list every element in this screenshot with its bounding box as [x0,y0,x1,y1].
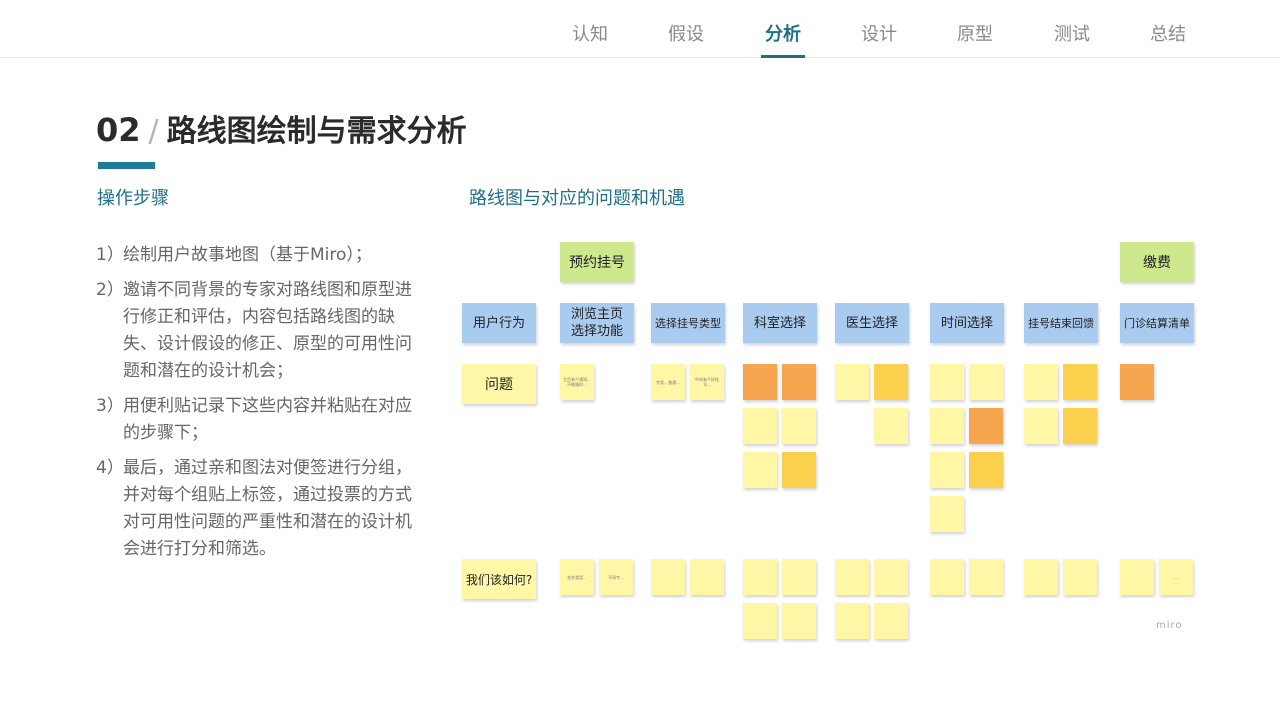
step-item: 3）用便利贴记录下这些内容并粘贴在对应的步骤下； [96,393,416,447]
step-item: 2）邀请不同背景的专家对路线图和原型进行修正和评估，内容包括路线图的缺失、设计假… [96,277,416,385]
sticky-note [969,452,1003,488]
sticky-note [930,408,964,444]
tab-testing[interactable]: 测试 [1054,24,1090,45]
sticky-note [1063,559,1097,595]
sticky-note [690,559,724,595]
sticky-note: 不同专... [599,559,633,595]
column-time: 时间选择 [930,303,1004,343]
tab-design[interactable]: 设计 [861,24,897,45]
sticky-note [1120,364,1154,400]
row-label-problem: 问题 [462,364,536,404]
tab-cognition[interactable]: 认知 [572,24,608,45]
phase-label-payment: 缴费 [1120,242,1194,282]
step-number: 4） [96,458,124,478]
sticky-note [1024,364,1058,400]
sticky-note [874,408,908,444]
step-text: 用便利贴记录下这些内容并粘贴在对应的步骤下； [123,396,412,443]
sticky-note: 中间有个好挂号... [690,364,724,400]
sticky-note [1063,408,1097,444]
sticky-note [835,603,869,639]
sticky-note [782,452,816,488]
sticky-note [874,603,908,639]
row-label-how-might-we: 我们该如何? [462,559,536,599]
step-text: 邀请不同背景的专家对路线图和原型进行修正和评估，内容包括路线图的缺失、设计假设的… [123,280,412,381]
title-slash: / [148,114,159,149]
sticky-note [874,559,908,595]
step-text: 绘制用户故事地图（基于Miro）； [123,245,372,265]
miro-watermark: miro [1156,620,1183,631]
top-navigation: 认知 假设 分析 设计 原型 测试 总结 [0,0,1280,58]
sticky-note: 专家，普通... [651,364,685,400]
sticky-note [782,408,816,444]
sticky-note [930,496,964,532]
step-item: 1）绘制用户故事地图（基于Miro）； [96,242,416,269]
step-number: 2） [96,280,124,300]
sticky-note [782,559,816,595]
column-bill: 门诊结算清单 [1120,303,1194,343]
sticky-note [743,364,777,400]
sticky-note [930,559,964,595]
tab-analysis[interactable]: 分析 [753,20,813,58]
tab-summary[interactable]: 总结 [1150,24,1186,45]
step-number: 3） [96,396,124,416]
sticky-note [782,603,816,639]
sticky-note: 合并类型... [560,559,594,595]
title-accent-bar [98,162,155,169]
sticky-note [1024,559,1058,595]
tab-hypothesis[interactable]: 假设 [668,24,704,45]
step-text: 最后，通过亲和图法对便签进行分组，并对每个组贴上标签，通过投票的方式对可用性问题… [123,458,412,559]
sticky-note [930,364,964,400]
sticky-note [651,559,685,595]
sticky-note [743,603,777,639]
step-item: 4）最后，通过亲和图法对便签进行分组，并对每个组贴上标签，通过投票的方式对可用性… [96,455,416,563]
sticky-note [743,559,777,595]
sticky-note [1063,364,1097,400]
sticky-note [969,364,1003,400]
steps-list: 1）绘制用户故事地图（基于Miro）； 2）邀请不同背景的专家对路线图和原型进行… [96,242,416,571]
column-browse-home: 浏览主页 选择功能 [560,303,634,343]
sticky-note [782,364,816,400]
sticky-note [743,408,777,444]
sticky-note [969,408,1003,444]
sticky-note [874,364,908,400]
sticky-note [1120,559,1154,595]
roadmap-heading: 路线图与对应的问题和机遇 [469,188,685,209]
sticky-note [835,364,869,400]
sticky-note [930,452,964,488]
column-select-type: 选择挂号类型 [651,303,725,343]
sticky-note [969,559,1003,595]
column-department: 科室选择 [743,303,817,343]
sticky-note [743,452,777,488]
row-label-user-behavior: 用户行为 [462,303,536,343]
column-feedback: 挂号结束回馈 [1024,303,1098,343]
sticky-note: ... [1159,559,1193,595]
sticky-note [1024,408,1058,444]
phase-label-booking: 预约挂号 [560,242,634,282]
page-title: 02/路线图绘制与需求分析 [96,106,467,150]
step-number: 1） [96,245,124,265]
story-map-board: 预约挂号 缴费 用户行为 浏览主页 选择功能 选择挂号类型 科室选择 医生选择 … [458,236,1202,646]
column-doctor: 医生选择 [835,303,909,343]
sticky-note [835,559,869,595]
tab-prototype[interactable]: 原型 [957,24,993,45]
section-number: 02 [96,111,141,149]
title-text: 路线图绘制与需求分析 [166,114,467,149]
steps-heading: 操作步骤 [97,188,169,209]
sticky-note: 主页有个通知，不能随时... [560,364,594,400]
